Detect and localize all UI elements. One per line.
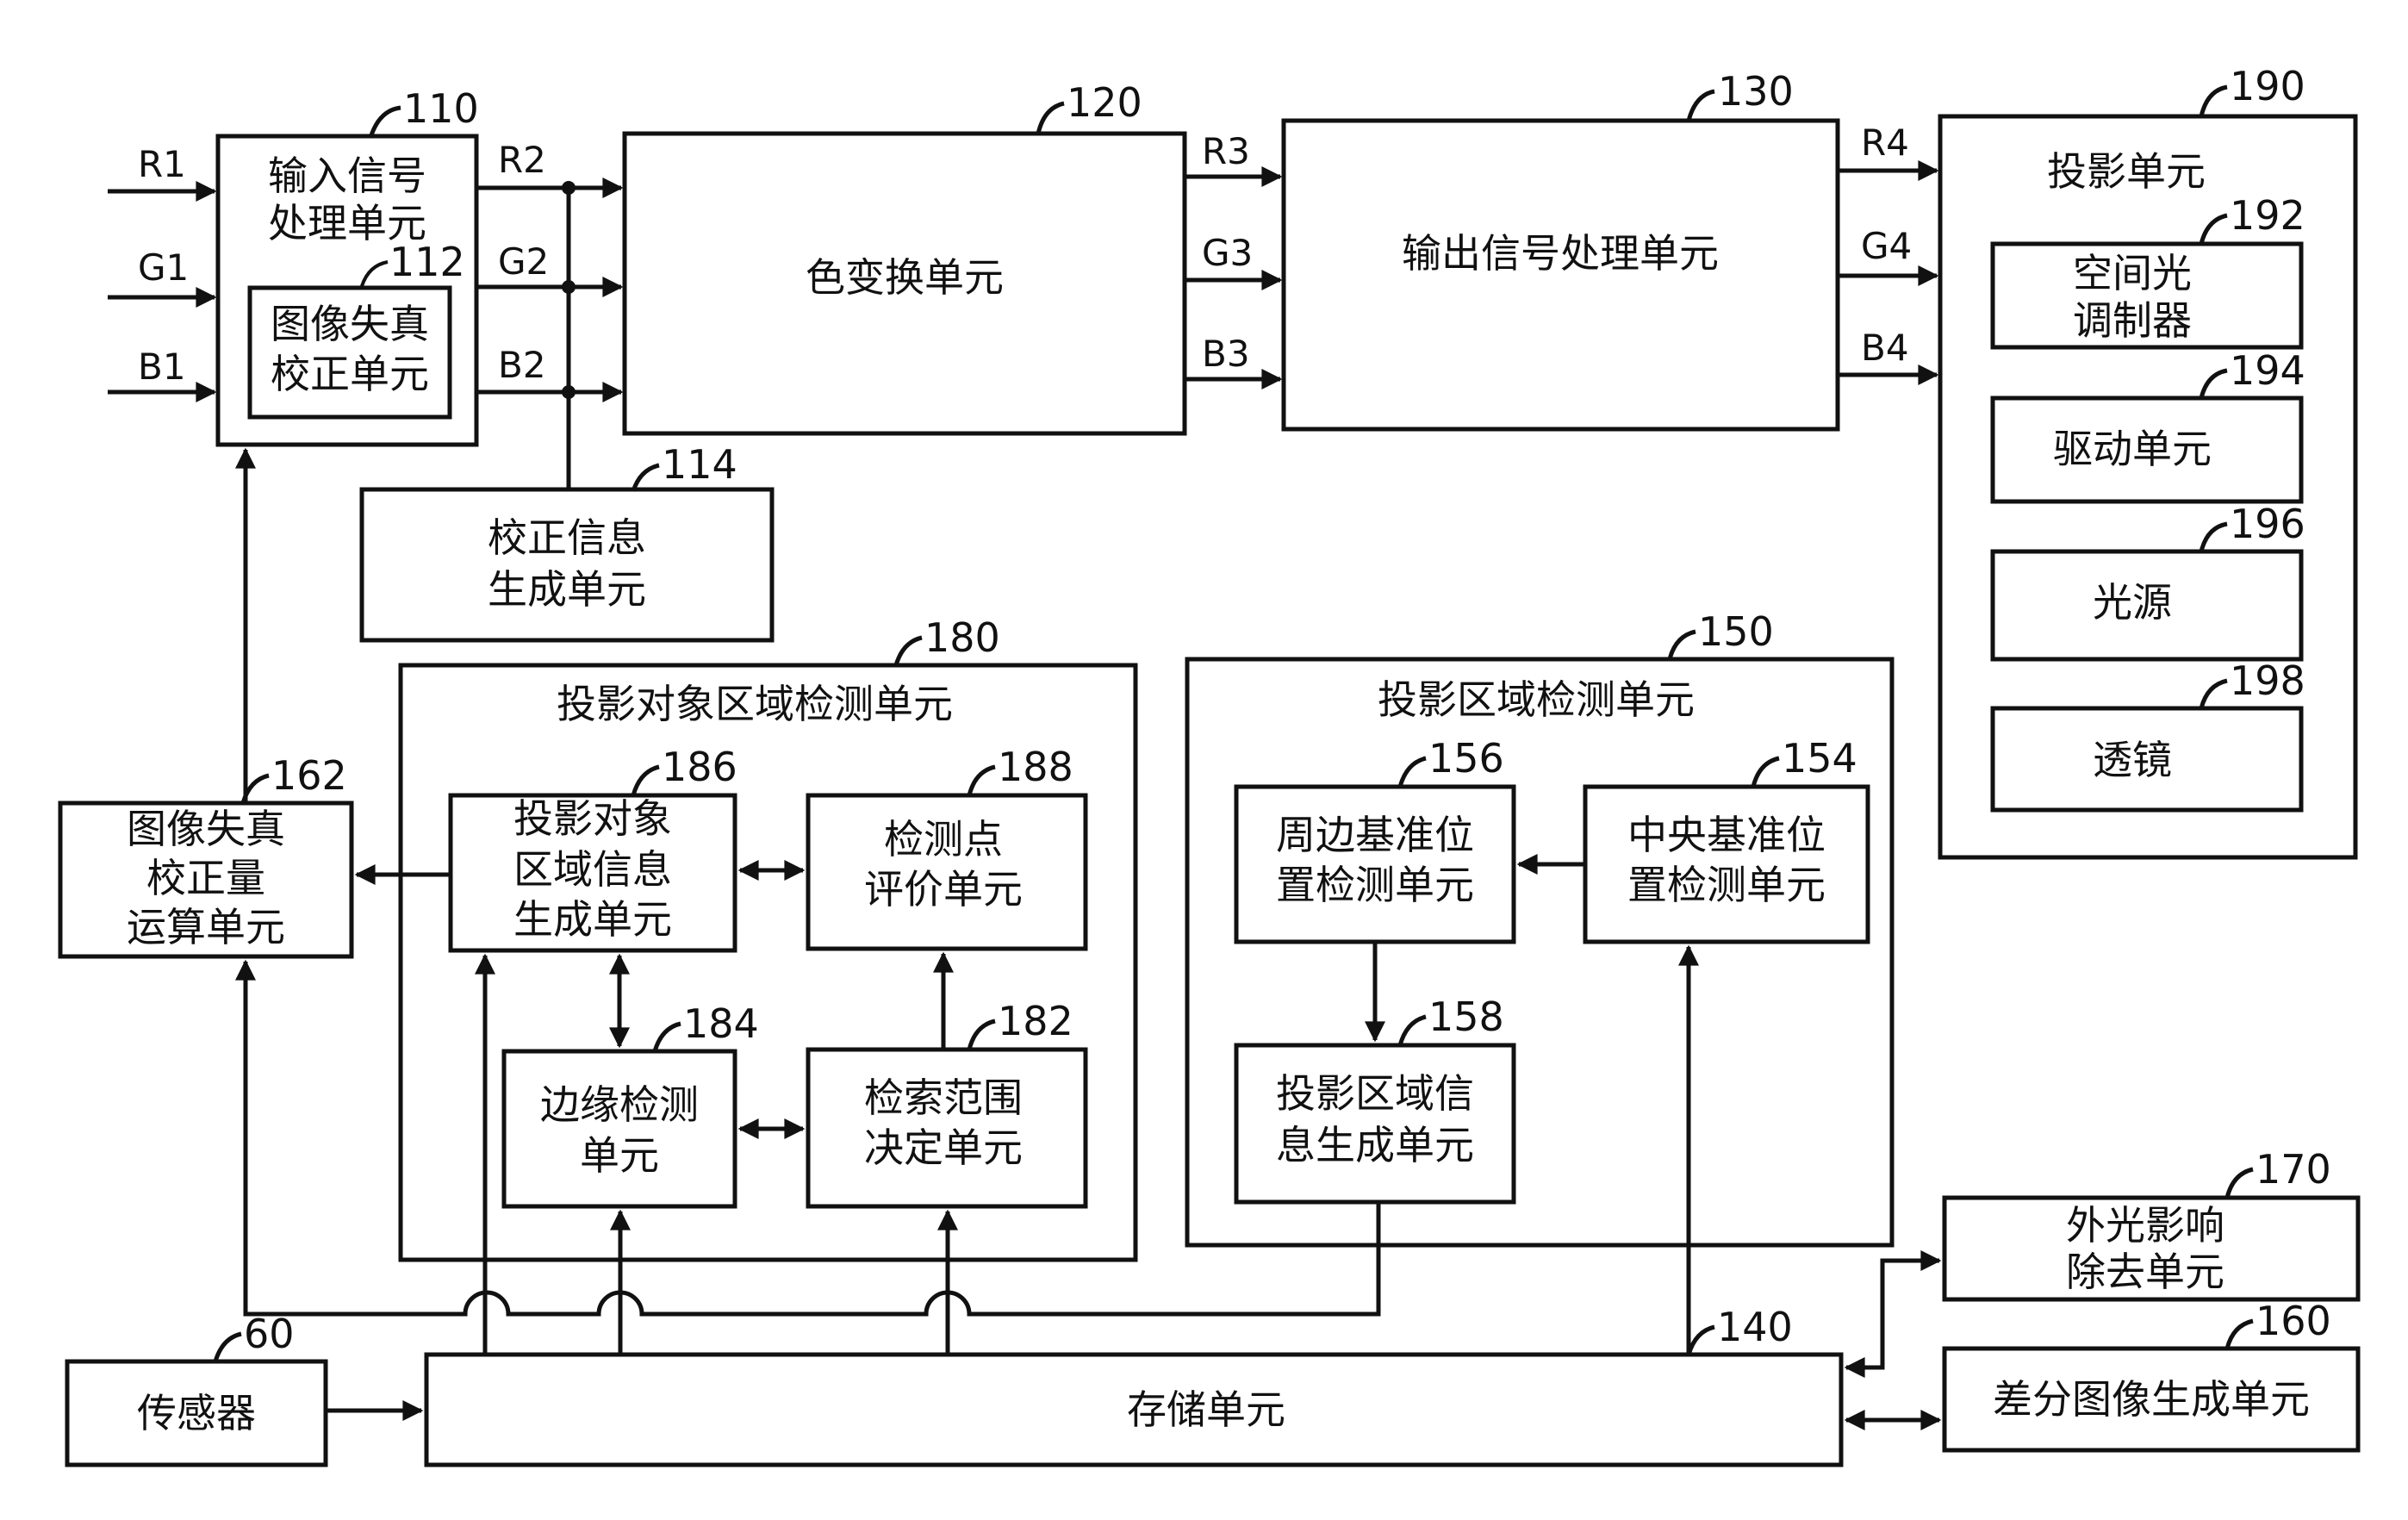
block-156-line-2: 置检测单元 [1276,862,1474,908]
block-188-line-1: 检测点 [884,816,1003,863]
ref-194: 194 [2230,347,2305,394]
block-184-line-2: 单元 [580,1132,659,1179]
signal-g3: G3 [1202,232,1253,274]
block-190-line-1: 投影单元 [2047,148,2206,195]
signal-labels: R1 G1 B1 R2 G2 B2 R3 G3 B3 R4 G4 B4 [138,121,1912,388]
ref-140: 140 [1717,1304,1793,1350]
ref-150: 150 [1698,608,1774,655]
block-110-line-1: 输入信号 [268,153,426,199]
signal-lines [108,160,1939,489]
signal-g1: G1 [138,246,189,289]
block-162: 图像失真 校正量 运算单元 [58,800,354,959]
block-182-line-2: 决定单元 [864,1124,1023,1171]
ref-192: 192 [2230,192,2305,239]
block-196: 光源 [1990,549,2304,662]
block-130: 输出信号处理单元 [1281,118,1840,432]
block-162-line-2: 校正量 [146,855,265,901]
block-186-line-2: 区域信息 [513,846,672,893]
ref-114: 114 [662,441,737,488]
block-120: 色变换单元 [622,131,1187,436]
block-162-line-3: 运算单元 [127,904,285,950]
block-114: 校正信息 生成单元 [359,487,775,643]
block-140: 存储单元 [424,1352,1844,1467]
signal-r2: R2 [498,139,546,181]
ref-182: 182 [998,998,1073,1044]
block-158-line-2: 息生成单元 [1276,1122,1474,1168]
signal-b1: B1 [138,346,186,388]
block-158-line-1: 投影区域信 [1276,1070,1474,1117]
block-192: 空间光 调制器 [1990,241,2304,350]
connector-lines [235,447,1942,1430]
ref-130: 130 [1718,68,1794,115]
block-150-line-1: 投影区域检测单元 [1378,676,1695,723]
ref-162: 162 [271,752,347,799]
signal-r4: R4 [1861,121,1909,164]
block-170-line-1: 外光影响 [2066,1202,2224,1249]
signal-g2: G2 [498,240,549,283]
block-154: 中央基准位 置检测单元 [1583,784,1870,944]
block-198: 透镜 [1990,706,2304,813]
block-194-line-1: 驱动单元 [2053,426,2212,472]
ref-196: 196 [2230,501,2305,547]
block-184: 边缘检测 单元 [501,1049,737,1209]
reference-numbers: 110 112 114 120 130 190 192 194 196 198 … [213,63,2331,1362]
block-140-line-1: 存储单元 [1127,1386,1285,1433]
signal-r3: R3 [1202,130,1250,172]
block-112-line-1: 图像失真 [271,301,429,347]
signal-b3: B3 [1202,333,1250,375]
block-182: 检索范围 决定单元 [806,1047,1088,1209]
block-188-line-2: 评价单元 [864,866,1023,913]
block-154-line-2: 置检测单元 [1627,862,1826,908]
ref-188: 188 [998,744,1073,790]
ref-184: 184 [683,1000,759,1047]
ref-120: 120 [1067,79,1142,126]
signal-g4: G4 [1861,225,1912,267]
ref-160: 160 [2256,1298,2331,1344]
block-184-line-1: 边缘检测 [540,1081,699,1128]
block-188: 检测点 评价单元 [806,793,1088,951]
ref-154: 154 [1782,735,1857,782]
block-110-line-2: 处理单元 [268,200,426,246]
block-170-line-2: 除去单元 [2066,1249,2224,1295]
block-160-line-1: 差分图像生成单元 [1993,1376,2310,1423]
block-198-line-1: 透镜 [2093,737,2172,783]
block-112: 图像失真 校正单元 [247,285,452,420]
block-60: 传感器 [65,1359,328,1467]
ref-110: 110 [403,85,479,132]
block-180-line-1: 投影对象区域检测单元 [557,681,953,727]
ref-198: 198 [2230,657,2305,704]
block-130-line-1: 输出信号处理单元 [1402,230,1719,277]
ref-60: 60 [244,1311,295,1357]
block-186-line-1: 投影对象 [513,795,672,842]
block-158: 投影区域信 息生成单元 [1234,1043,1516,1205]
block-182-line-1: 检索范围 [864,1075,1023,1121]
block-112-line-2: 校正单元 [271,351,429,397]
block-114-line-2: 生成单元 [488,566,646,613]
signal-b4: B4 [1861,327,1909,369]
block-154-line-1: 中央基准位 [1627,812,1826,858]
block-192-line-1: 空间光 [2073,250,2192,296]
block-162-line-1: 图像失真 [127,806,285,852]
ref-158: 158 [1428,994,1504,1040]
block-156: 周边基准位 置检测单元 [1234,784,1516,944]
block-120-line-1: 色变换单元 [806,254,1004,301]
block-114-line-1: 校正信息 [488,514,646,561]
block-192-line-2: 调制器 [2073,297,2192,344]
ref-180: 180 [924,614,1000,661]
block-170: 外光影响 除去单元 [1942,1195,2361,1302]
ref-190: 190 [2230,63,2305,109]
block-196-line-1: 光源 [2093,579,2172,626]
ref-156: 156 [1428,735,1504,782]
block-186: 投影对象 区域信息 生成单元 [448,793,737,953]
block-156-line-1: 周边基准位 [1276,812,1474,858]
ref-186: 186 [662,744,737,790]
block-60-line-1: 传感器 [137,1390,256,1436]
ref-170: 170 [2256,1146,2331,1193]
signal-b2: B2 [498,344,546,386]
block-160: 差分图像生成单元 [1942,1346,2361,1453]
ref-112: 112 [389,239,465,285]
signal-r1: R1 [138,143,186,185]
block-186-line-3: 生成单元 [513,896,672,943]
block-194: 驱动单元 [1990,396,2304,504]
